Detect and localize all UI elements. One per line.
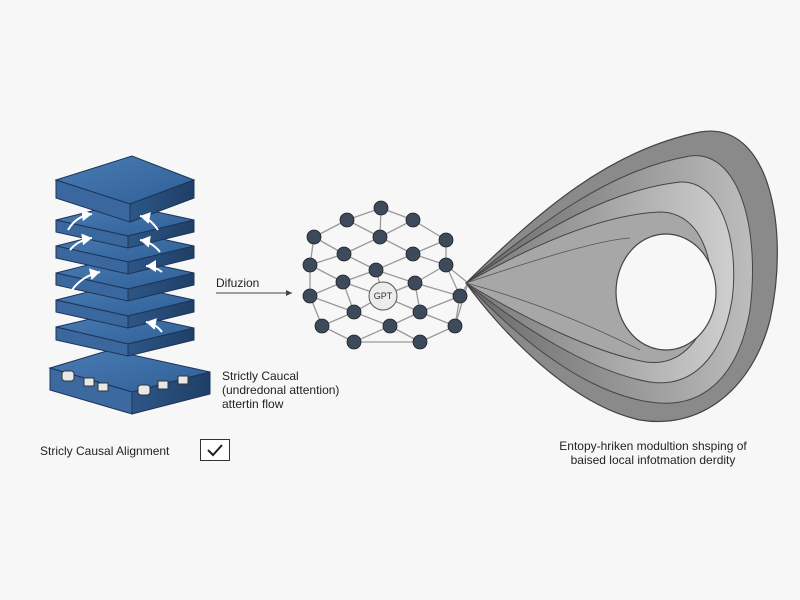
network-node	[373, 200, 389, 216]
alignment-label: Stricly Causal Alignment	[40, 444, 170, 458]
network-edge	[309, 295, 355, 313]
network-node	[452, 288, 468, 304]
network-edge	[414, 282, 461, 297]
cone-line-1: Entopy-hriken modultion shsping of	[559, 439, 747, 453]
stack-layer-top	[54, 155, 196, 223]
node-network-nodes	[302, 200, 468, 350]
causal-line-2: (undredonal attention)	[222, 383, 340, 397]
network-node	[346, 334, 362, 350]
causal-line-3: attertin flow	[222, 397, 284, 411]
port-icon	[61, 370, 75, 382]
attention-flow-arrows	[67, 209, 163, 333]
network-node	[336, 246, 352, 262]
base-block	[48, 349, 211, 415]
flow-arrow-icon	[69, 233, 93, 251]
flow-arrow-icon	[145, 318, 163, 333]
network-node	[407, 275, 423, 291]
port-icon	[83, 377, 95, 387]
layer-stack	[48, 155, 211, 415]
gpt-node: GPT	[368, 281, 398, 311]
network-node	[405, 212, 421, 228]
flow-arrow-icon	[139, 235, 161, 253]
causal-description: Strictly Caucal (undredonal attention) a…	[222, 369, 339, 411]
flow-arrow-icon	[71, 268, 101, 291]
cone-line-2: baised local infotmation derdity	[570, 453, 736, 467]
flow-arrow-icon	[67, 209, 93, 231]
checkmark-icon	[207, 444, 223, 457]
network-node	[412, 334, 428, 350]
network-node	[302, 257, 318, 273]
port-icon	[177, 375, 189, 385]
network-node	[412, 304, 428, 320]
network-node	[368, 262, 384, 278]
network-node	[314, 318, 330, 334]
gpt-label: GPT	[374, 291, 393, 301]
alignment-checkbox[interactable]	[200, 439, 230, 461]
cone-description: Entopy-hriken modultion shsping of baise…	[536, 439, 770, 467]
flow-arrow-icon	[145, 260, 163, 273]
causal-line-1: Strictly Caucal	[222, 369, 299, 383]
network-node	[302, 288, 318, 304]
port-icon	[137, 384, 151, 396]
diffusion-label: Difuzion	[216, 276, 260, 290]
flow-arrow-icon	[139, 212, 159, 231]
cone-opening	[615, 233, 717, 351]
network-node	[306, 229, 322, 245]
network-edge	[454, 282, 469, 327]
network-node	[346, 304, 362, 320]
modulation-cone	[465, 130, 778, 422]
network-node	[372, 229, 388, 245]
port-icon	[157, 380, 169, 390]
network-node	[438, 232, 454, 248]
network-node	[438, 257, 454, 273]
network-node	[405, 246, 421, 262]
network-node	[339, 212, 355, 228]
network-node	[447, 318, 463, 334]
network-node	[382, 318, 398, 334]
network-node	[335, 274, 351, 290]
port-icon	[97, 382, 109, 392]
